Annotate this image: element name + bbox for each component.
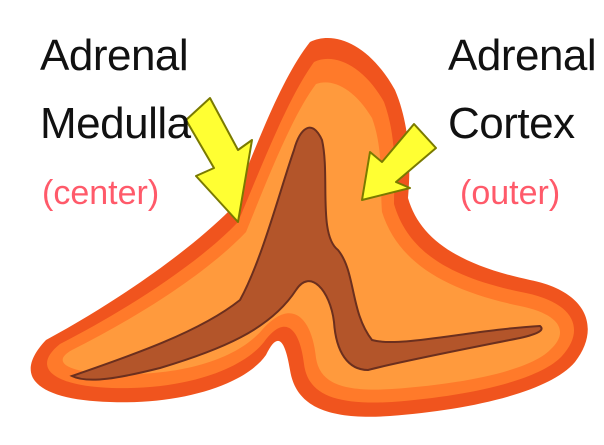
medulla-label-line2: Medulla: [40, 102, 191, 146]
medulla-pointer-arrow: [186, 98, 252, 222]
medulla-label-line1: Adrenal: [40, 34, 188, 78]
cortex-label-line2: Cortex: [448, 102, 575, 146]
cortex-location-label: (outer): [460, 176, 560, 210]
cortex-label-line1: Adrenal: [448, 34, 596, 78]
medulla-location-label: (center): [42, 176, 159, 210]
